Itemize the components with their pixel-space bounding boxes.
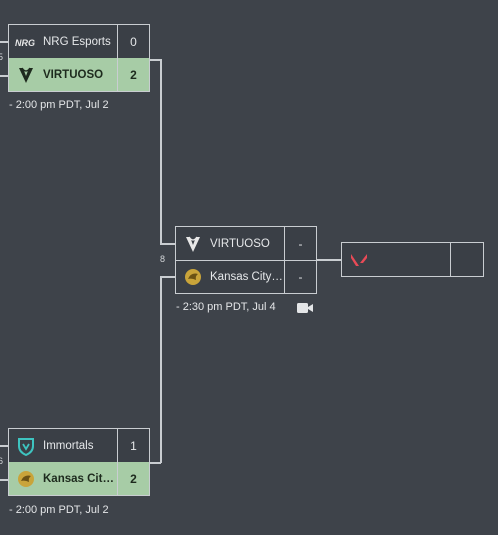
team-score: - — [284, 227, 316, 260]
team-row-kansas-city[interactable]: Kansas City P... - — [176, 260, 316, 293]
team-row-immortals[interactable]: Immortals 1 — [9, 429, 149, 463]
team-row-virtuoso[interactable]: VIRTUOSO - — [176, 227, 316, 261]
kansas-city-logo-icon — [15, 468, 37, 490]
team-row-kansas-city[interactable]: Kansas City ... 2 — [9, 462, 149, 495]
video-camera-icon[interactable] — [297, 301, 313, 313]
team-score: 2 — [117, 58, 149, 91]
team-score: 0 — [117, 25, 149, 58]
team-name: Immortals — [43, 439, 94, 452]
seed-number: 5 — [0, 52, 4, 62]
connector-line — [0, 75, 8, 77]
svg-text:NRG: NRG — [15, 38, 35, 48]
connector-line — [316, 259, 342, 261]
nrg-logo-icon: NRG — [15, 31, 37, 53]
match-time: - 2:00 pm PDT, Jul 2 — [9, 99, 109, 111]
seed-number: 8 — [160, 254, 166, 264]
seed-number: 6 — [0, 456, 4, 466]
connector-line — [0, 445, 8, 447]
team-name: NRG Esports — [43, 35, 111, 48]
team-score: 1 — [117, 429, 149, 462]
virtuoso-logo-icon — [182, 233, 204, 255]
team-name: VIRTUOSO — [43, 68, 104, 81]
connector-line — [0, 41, 8, 43]
team-name: Kansas City P... — [210, 270, 284, 283]
kansas-city-logo-icon — [182, 266, 204, 288]
final-match-slot[interactable] — [341, 242, 484, 277]
connector-line — [160, 276, 175, 278]
connector-line — [0, 479, 8, 481]
team-row-virtuoso[interactable]: VIRTUOSO 2 — [9, 58, 149, 91]
match-card-immortals-vs-kansas[interactable]: Immortals 1 Kansas City ... 2 — [8, 428, 150, 496]
match-card-nrg-vs-virtuoso[interactable]: NRG NRG Esports 0 VIRTUOSO 2 — [8, 24, 150, 92]
immortals-logo-icon — [15, 435, 37, 457]
connector-line — [150, 59, 161, 61]
virtuoso-logo-icon — [15, 64, 37, 86]
match-time: - 2:00 pm PDT, Jul 2 — [9, 504, 109, 516]
team-row-nrg[interactable]: NRG NRG Esports 0 — [9, 25, 149, 59]
match-time: - 2:30 pm PDT, Jul 4 — [176, 301, 276, 313]
team-name: Kansas City ... — [43, 472, 117, 485]
connector-line — [160, 276, 162, 463]
team-name: VIRTUOSO — [210, 237, 270, 250]
connector-line — [160, 243, 175, 245]
connector-line — [150, 462, 161, 464]
score-slot — [450, 243, 483, 276]
valorant-logo-icon — [348, 249, 370, 271]
match-card-virtuoso-vs-kansas[interactable]: VIRTUOSO - Kansas City P... - — [175, 226, 317, 294]
connector-line — [160, 59, 162, 244]
team-score: - — [284, 260, 316, 293]
team-score: 2 — [117, 462, 149, 495]
